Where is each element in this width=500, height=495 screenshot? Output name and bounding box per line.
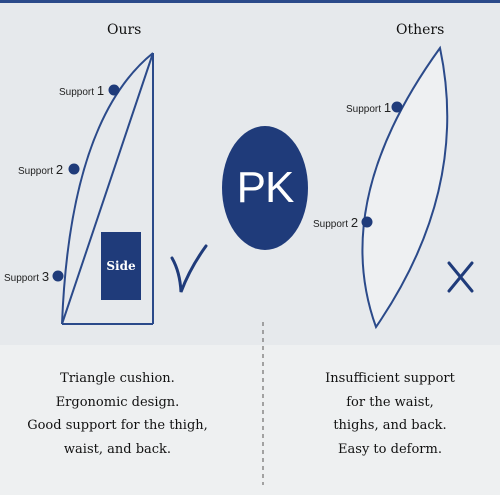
side-label: Side: [106, 259, 136, 273]
ours-support-label-3: Support 3: [4, 269, 50, 284]
side-label-box: Side: [101, 232, 141, 300]
caption-ours-line: waist, and back.: [63, 441, 172, 457]
ours-curved-edge: [61, 52, 154, 325]
caption-ours: Triangle cushion. Ergonomic design. Good…: [0, 367, 235, 461]
ours-support-label-2: Support 2: [18, 162, 64, 177]
heading-ours: Ours: [107, 22, 142, 38]
caption-ours-line: Triangle cushion.: [60, 371, 175, 386]
caption-others: Insufficient support for the waist, thig…: [280, 367, 500, 461]
ours-support-point-2: [68, 163, 80, 175]
heading-others: Others: [396, 22, 445, 38]
others-support-point-1: [391, 101, 403, 113]
caption-others-line: Easy to deform.: [338, 441, 442, 457]
caption-others-line: thighs, and back.: [333, 418, 447, 433]
others-support-point-2: [361, 216, 373, 228]
others-support-label-1: Support 1: [346, 100, 392, 115]
others-support-label-2: Support 2: [313, 215, 359, 230]
ours-support-point-3: [52, 270, 64, 282]
caption-ours-line: Ergonomic design.: [55, 394, 180, 410]
ours-diagonal-edge: [61, 52, 154, 325]
ours-support-point-1: [108, 84, 120, 96]
caption-ours-line: Good support for the thigh,: [27, 418, 208, 433]
others-cushion-shape: [361, 45, 449, 330]
caption-background: [0, 345, 500, 495]
top-border: [0, 0, 500, 3]
ours-support-label-1: Support 1: [59, 83, 105, 98]
ours-cushion-shape: [61, 52, 154, 325]
caption-others-line: for the waist,: [346, 394, 434, 410]
caption-others-line: Insufficient support: [325, 371, 455, 386]
check-icon: [170, 244, 208, 293]
pk-badge: PK: [222, 126, 308, 250]
cross-icon: [447, 261, 474, 293]
